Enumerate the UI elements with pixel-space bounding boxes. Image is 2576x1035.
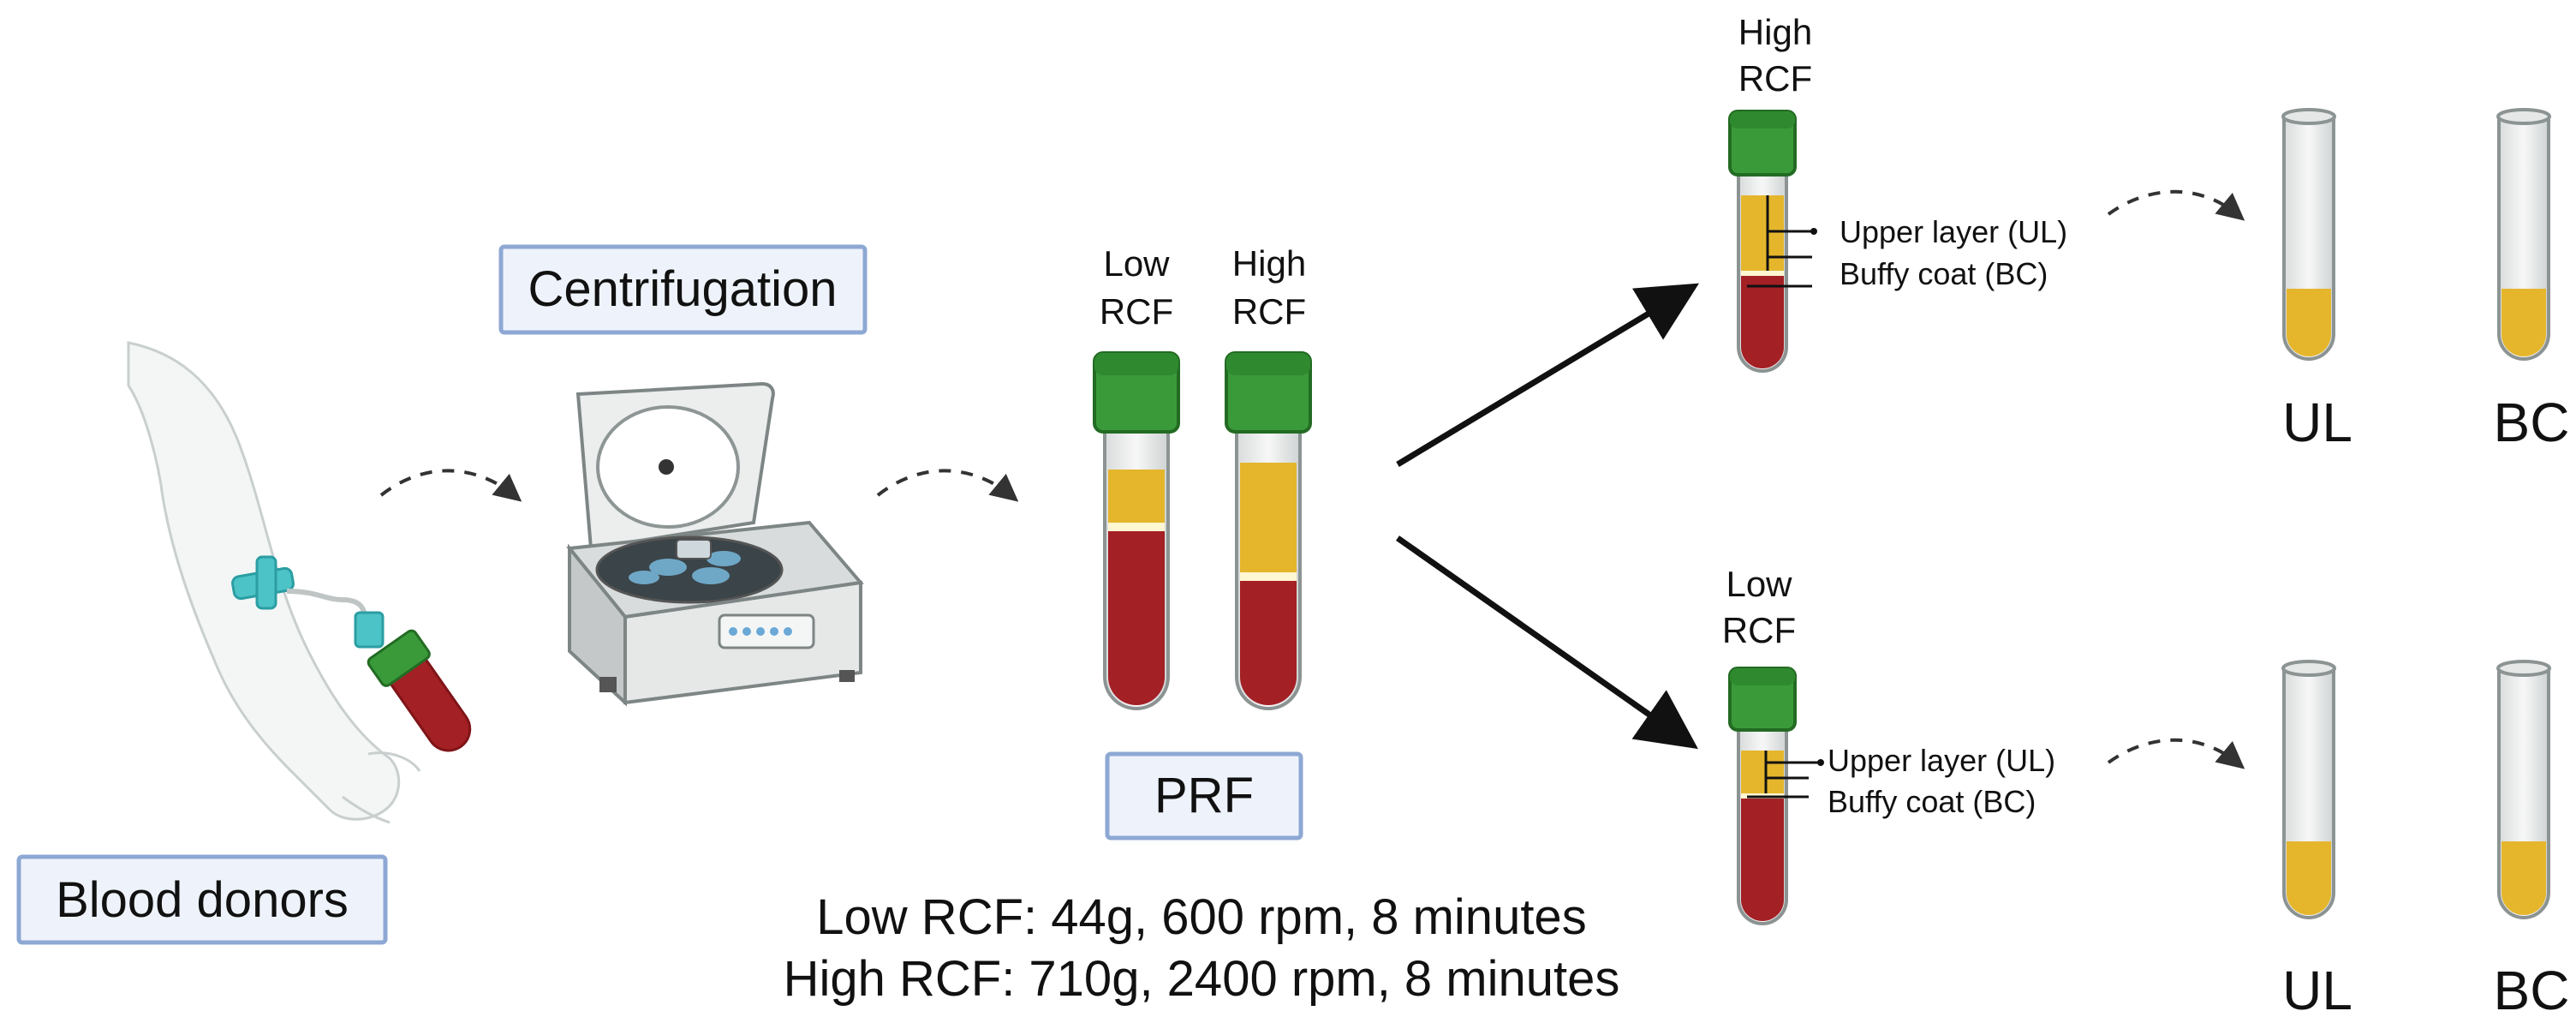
upper-layer-label: Upper layer (UL) <box>1840 214 2067 249</box>
arrow-icon <box>1396 283 1700 468</box>
test-tube-icon <box>2281 108 2336 361</box>
test-tube-icon <box>1225 351 1312 710</box>
buffy-coat-label: Buffy coat (BC) <box>1840 256 2048 291</box>
test-tube-icon <box>2281 660 2336 919</box>
svg-text:PRF: PRF <box>1154 768 1254 823</box>
upper-layer-label: Upper layer (UL) <box>1828 743 2055 778</box>
dashed-arrow <box>2107 189 2245 221</box>
arrow-icon <box>1395 535 1698 750</box>
prf-high-tube-label: High RCF <box>1232 243 1306 332</box>
dashed-arrow <box>2107 738 2245 769</box>
buffy-coat-label: Buffy coat (BC) <box>1828 784 2036 819</box>
svg-text:Low: Low <box>1726 564 1792 604</box>
ul-sample-label: UL <box>2282 960 2352 1021</box>
svg-text:RCF: RCF <box>1738 58 1812 99</box>
test-tube-icon <box>1728 110 1797 373</box>
test-tube-icon <box>2496 660 2551 919</box>
test-tube-icon <box>1728 667 1797 925</box>
low-rcf-parameters: Low RCF: 44g, 600 rpm, 8 minutes <box>816 889 1586 945</box>
svg-text:Centrifugation: Centrifugation <box>528 261 837 317</box>
prf-low-tube-label: Low RCF <box>1100 243 1173 332</box>
svg-text:High: High <box>1232 243 1306 284</box>
svg-text:Blood donors: Blood donors <box>56 872 349 928</box>
test-tube-icon <box>367 629 472 752</box>
ul-sample-label: UL <box>2282 392 2352 453</box>
svg-text:Low: Low <box>1103 243 1170 284</box>
high-rcf-parameters: High RCF: 710g, 2400 rpm, 8 minutes <box>784 951 1620 1007</box>
bc-sample-label: BC <box>2494 392 2570 453</box>
svg-text:High: High <box>1738 12 1812 52</box>
centrifuge-icon <box>566 381 864 707</box>
test-tube-icon <box>2496 108 2551 361</box>
centrifugation-label: Centrifugation <box>498 244 868 335</box>
arm-icon <box>127 341 421 824</box>
bottom-tube-label: Low RCF <box>1722 564 1796 650</box>
top-tube-label: High RCF <box>1738 12 1812 99</box>
svg-text:RCF: RCF <box>1100 291 1173 332</box>
blood-donors-label: Blood donors <box>16 854 388 945</box>
svg-text:RCF: RCF <box>1722 610 1796 650</box>
test-tube-icon <box>1093 351 1180 710</box>
prf-label: PRF <box>1105 751 1303 841</box>
svg-text:RCF: RCF <box>1232 291 1306 332</box>
bc-sample-label: BC <box>2494 960 2570 1021</box>
dashed-arrow <box>876 469 1019 502</box>
dashed-arrow <box>379 469 522 502</box>
